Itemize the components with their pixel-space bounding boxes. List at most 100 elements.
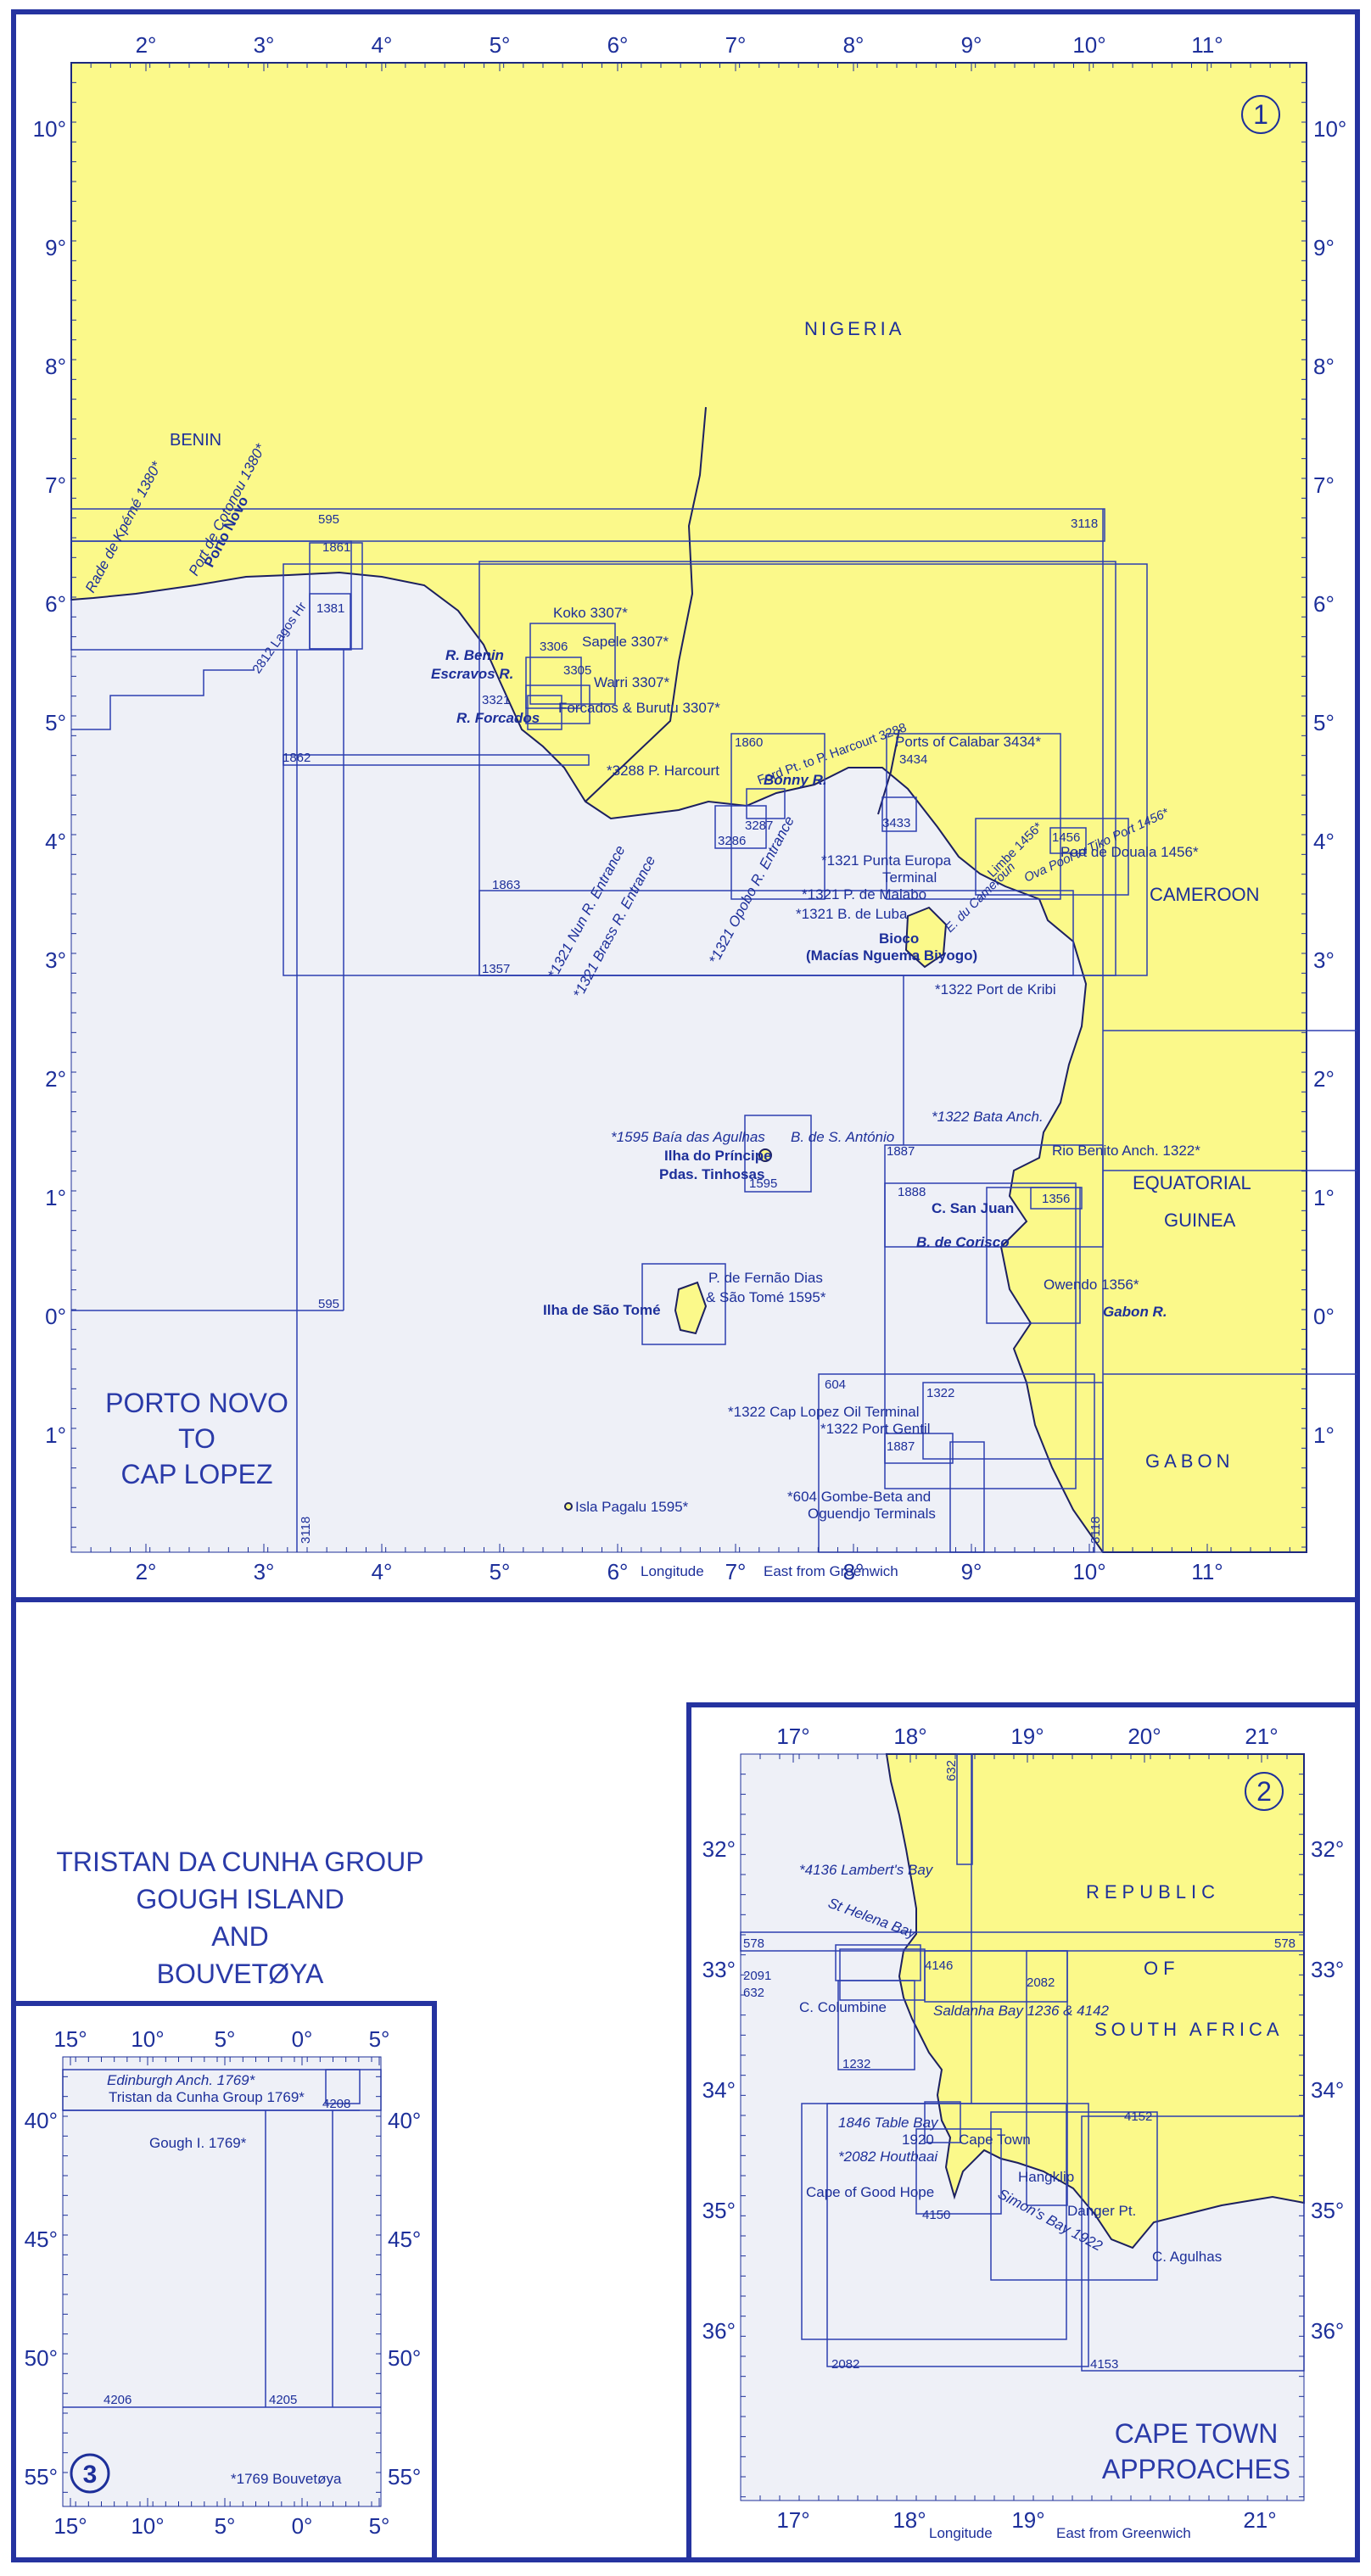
tick-label-lon_ticks_bottom-8: 10° [1072,1559,1105,1584]
tick-label-lat_ticks_right-0: 10° [1313,116,1346,142]
panel-3-sea [63,2057,381,2506]
place-label: Saldanha Bay 1236 & 4142 [933,2003,1110,2019]
place-label: 1920 [902,2132,934,2148]
place-label: R. Forcados [456,710,540,726]
tick-label-lon_ticks_bottom-0: 15° [53,2513,87,2539]
place-label: 1846 Table Bay [838,2115,939,2131]
country-of: OF [1144,1958,1180,1979]
panel-2-title-line-1: CAPE TOWN [1115,2418,1279,2449]
place-label: Terminal [882,869,937,886]
tick-label-lat_ticks_right-3: 35° [1311,2198,1344,2223]
country-equatorial: EQUATORIAL [1133,1172,1251,1193]
chart-number: 1357 [482,962,510,976]
panel-2-graticule: 17°18°19°20°21°17°18°19°21°32°33°34°35°3… [702,1724,1345,2533]
chart-number: 595 [318,512,339,527]
place-label: *1595 Baía das Agulhas [611,1129,765,1145]
tick-label-lon_ticks_bottom-6: 8° [843,1559,865,1584]
chart-number: 1863 [492,878,520,892]
chart-number: 1862 [283,751,311,765]
place-label: P. de Fernão Dias [708,1270,823,1286]
panel-1-number: 1 [1253,99,1268,130]
tick-label-lon_ticks_top-1: 3° [254,32,275,58]
tick-label-lon_ticks_bottom-4: 5° [369,2513,390,2539]
tick-label-lon_ticks_bottom-0: 2° [136,1559,157,1584]
place-label: *1322 Bata Anch. [932,1109,1044,1125]
place-label: Bioco [879,930,919,947]
tick-label-lat_ticks_right-4: 36° [1311,2318,1344,2344]
place-label: *1769 Bouvetøya [231,2471,342,2487]
place-label: *1321 B. de Luba [796,906,908,922]
tick-label-lat_ticks_left-0: 10° [33,116,66,142]
panel-3-number: 3 [83,2461,98,2489]
chart-number: 632 [743,1986,764,2000]
sao-tome-island [674,1281,708,1335]
tick-label-lon_ticks_top-7: 9° [961,32,982,58]
place-label: Pdas. Tinhosas [659,1166,764,1182]
chart-number: 2082 [1027,1975,1055,1990]
tick-label-lat_ticks_left-5: 5° [45,710,66,735]
tick-label-lon_ticks_top-0: 15° [53,2026,87,2052]
place-label: *3288 P. Harcourt [607,763,719,779]
panel-2-longitude-caption: Longitude [929,2525,993,2541]
tick-label-lon_ticks_top-0: 17° [776,1724,809,1749]
tick-label-lon_ticks_top-1: 10° [131,2026,164,2052]
tick-label-lon_ticks_top-1: 18° [893,1724,926,1749]
country-nigeria: NIGERIA [804,318,904,339]
tick-label-lat_ticks_right-10: 0° [1313,1304,1335,1329]
chart-number: 4153 [1090,2357,1118,2372]
tick-label-lon_ticks_bottom-3: 21° [1243,2507,1276,2533]
tick-label-lon_ticks_bottom-7: 9° [961,1559,982,1584]
tick-label-lon_ticks_top-9: 11° [1191,32,1223,58]
tick-label-lat_ticks_right-2: 8° [1313,354,1335,379]
chart-number: 4205 [269,2393,297,2407]
chart-number: 2091 [743,1969,771,1983]
chart-number: 1595 [749,1176,777,1191]
tick-label-lat_ticks_left-1: 9° [45,235,66,260]
country-republic: REPUBLIC [1086,1881,1220,1903]
place-label: Sapele 3307* [582,634,669,650]
tick-label-lon_ticks_top-3: 5° [490,32,511,58]
chart-number: 3118 [299,1517,313,1544]
place-label: Rio Benito Anch. 1322* [1052,1143,1200,1159]
chart-number: 1860 [735,735,763,750]
chart-number: 578 [743,1936,764,1951]
chart-number: 2082 [831,2357,859,2372]
tick-label-lat_ticks_right-0: 32° [1311,1836,1344,1862]
panel-2-number: 2 [1256,1776,1272,1807]
panel-2-east-caption: East from Greenwich [1056,2525,1191,2541]
panel-1-graticule: 2°3°4°5°6°7°8°9°10°11°2°3°4°5°6°7°8°9°10… [33,32,1347,1584]
place-label: *1321 Punta Europa [821,852,952,869]
place-label: Koko 3307* [553,605,628,621]
panel-3-frame [11,2001,437,2562]
tick-label-lat_ticks_right-2: 50° [388,2345,421,2371]
chart-number: 1887 [887,1144,915,1159]
place-label: Warri 3307* [594,674,670,690]
tick-label-lat_ticks_right-6: 4° [1313,829,1335,854]
tick-label-lat_ticks_right-0: 40° [388,2108,421,2133]
place-label: Cape Town [959,2132,1031,2148]
tick-label-lat_ticks_left-2: 8° [45,354,66,379]
panel-1-east-caption: East from Greenwich [764,1563,898,1579]
place-label: *4136 Lambert's Bay [799,1862,934,1878]
tick-label-lat_ticks_left-0: 32° [702,1836,736,1862]
panel-3-title-line-2: GOUGH ISLAND [136,1884,344,1914]
tick-label-lat_ticks_left-0: 40° [25,2108,58,2133]
panel-3-graticule: 15°10°5°0°5°15°10°5°0°5°40°45°50°55°40°4… [25,2026,422,2539]
tick-label-lon_ticks_bottom-2: 4° [372,1559,393,1584]
tick-label-lat_ticks_right-1: 33° [1311,1957,1344,1982]
tick-label-lat_ticks_left-11: 1° [45,1422,66,1448]
place-label: *1321 P. de Malabo [802,886,926,902]
tick-label-lon_ticks_bottom-9: 11° [1191,1559,1223,1584]
chart-number: 1232 [842,2057,870,2071]
tick-label-lon_ticks_top-3: 20° [1128,1724,1161,1749]
tick-label-lat_ticks_left-6: 4° [45,829,66,854]
place-label: R. Benin [445,647,504,663]
chart-number: 3434 [899,752,927,767]
panel-3-title-line-4: BOUVETØYA [157,1959,324,1989]
chart-number: 3118 [1088,1517,1103,1544]
place-label: Ilha de São Tomé [543,1302,661,1318]
bioco-island [904,906,948,969]
tick-label-lon_ticks_bottom-4: 6° [607,1559,629,1584]
chart-number: 1456 [1052,830,1080,845]
panel-2-chart-numbers: 632 578 578 2091 632 4146 2082 1232 4152… [743,1760,1295,2372]
